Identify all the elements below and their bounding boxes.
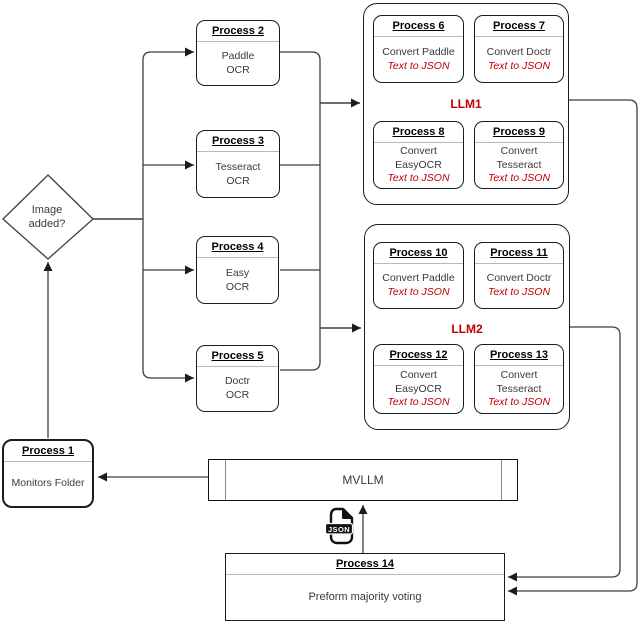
mvllm-box: MVLLM — [208, 459, 518, 501]
process-10-json-label: Text to JSON — [387, 286, 450, 298]
process-5-body: Doctr OCR — [224, 375, 251, 401]
llm1-container: Process 6 Convert Paddle Text to JSON Pr… — [363, 3, 569, 205]
process-3-title: Process 3 — [197, 131, 279, 152]
process-8-json-label: Text to JSON — [387, 172, 450, 185]
process-11-title: Process 11 — [475, 243, 563, 264]
process-9-json-label: Text to JSON — [487, 172, 551, 185]
edge-trunk-to-process5 — [142, 219, 194, 383]
edge-llm2-to-process14 — [508, 326, 621, 582]
process-3-card: Process 3 Tesseract OCR — [196, 130, 280, 198]
edge-llm1-to-process14 — [508, 99, 638, 596]
process-3-body: Tesseract OCR — [215, 160, 261, 187]
process-13-body: Convert Tesseract Text to JSON — [487, 369, 551, 409]
process-1-body: Monitors Folder — [11, 477, 85, 490]
process-1-card: Process 1 Monitors Folder — [2, 439, 94, 508]
json-file-icon-shape: JSON — [324, 507, 354, 545]
process-4-title: Process 4 — [197, 237, 278, 258]
process-9-card: Process 9 Convert Tesseract Text to JSON — [474, 121, 564, 189]
process-11-json-label: Text to JSON — [487, 286, 551, 298]
llm2-label: LLM2 — [451, 322, 483, 336]
json-file-icon: JSON — [323, 507, 357, 545]
mvllm-left-bar — [225, 460, 226, 500]
mvllm-label: MVLLM — [342, 473, 384, 487]
process-10-card: Process 10 Convert Paddle Text to JSON — [373, 242, 464, 309]
edge-trunk-to-process2 — [142, 47, 194, 219]
process-9-title: Process 9 — [475, 122, 563, 143]
process-14-card: Process 14 Preform majority voting — [225, 553, 505, 621]
edge-ocr-merge-trunk — [280, 51, 321, 371]
process-14-title: Process 14 — [226, 554, 504, 575]
process-8-card: Process 8 Convert EasyOCR Text to JSON — [373, 121, 464, 189]
process-7-card: Process 7 Convert Doctr Text to JSON — [474, 15, 564, 83]
process-12-json-label: Text to JSON — [387, 396, 450, 409]
process-12-body: Convert EasyOCR Text to JSON — [387, 369, 450, 409]
process-5-card: Process 5 Doctr OCR — [196, 345, 279, 412]
decision-diamond-label: Image added? — [28, 203, 66, 230]
json-file-icon-badge: JSON — [328, 525, 350, 534]
process-13-json-label: Text to JSON — [487, 396, 551, 409]
process-12-card: Process 12 Convert EasyOCR Text to JSON — [373, 344, 464, 414]
process-10-body: Convert Paddle Text to JSON — [382, 272, 455, 298]
process-11-body: Convert Doctr Text to JSON — [486, 272, 552, 298]
llm2-container: Process 10 Convert Paddle Text to JSON P… — [364, 224, 570, 430]
process-9-body: Convert Tesseract Text to JSON — [487, 145, 551, 185]
process-6-card: Process 6 Convert Paddle Text to JSON — [373, 15, 464, 83]
process-13-card: Process 13 Convert Tesseract Text to JSO… — [474, 344, 564, 414]
process-2-body: Paddle OCR — [221, 49, 255, 76]
process-13-title: Process 13 — [475, 345, 563, 366]
process-12-title: Process 12 — [374, 345, 463, 366]
llm1-label: LLM1 — [450, 97, 482, 111]
process-14-body: Preform majority voting — [308, 591, 422, 604]
process-7-body: Convert Doctr Text to JSON — [486, 45, 552, 72]
process-10-title: Process 10 — [374, 243, 463, 264]
process-1-title: Process 1 — [4, 441, 92, 462]
process-2-title: Process 2 — [197, 21, 279, 42]
process-6-title: Process 6 — [374, 16, 463, 37]
mvllm-right-bar — [501, 460, 502, 500]
process-6-json-label: Text to JSON — [387, 59, 450, 72]
process-11-card: Process 11 Convert Doctr Text to JSON — [474, 242, 564, 309]
process-2-card: Process 2 Paddle OCR — [196, 20, 280, 86]
process-7-title: Process 7 — [475, 16, 563, 37]
decision-diamond-shape — [2, 174, 94, 260]
process-4-card: Process 4 Easy OCR — [196, 236, 279, 304]
process-8-title: Process 8 — [374, 122, 463, 143]
process-8-body: Convert EasyOCR Text to JSON — [387, 145, 450, 185]
process-5-title: Process 5 — [197, 346, 278, 367]
process-6-body: Convert Paddle Text to JSON — [382, 45, 455, 72]
process-7-json-label: Text to JSON — [487, 59, 551, 72]
process-4-body: Easy OCR — [225, 266, 250, 293]
